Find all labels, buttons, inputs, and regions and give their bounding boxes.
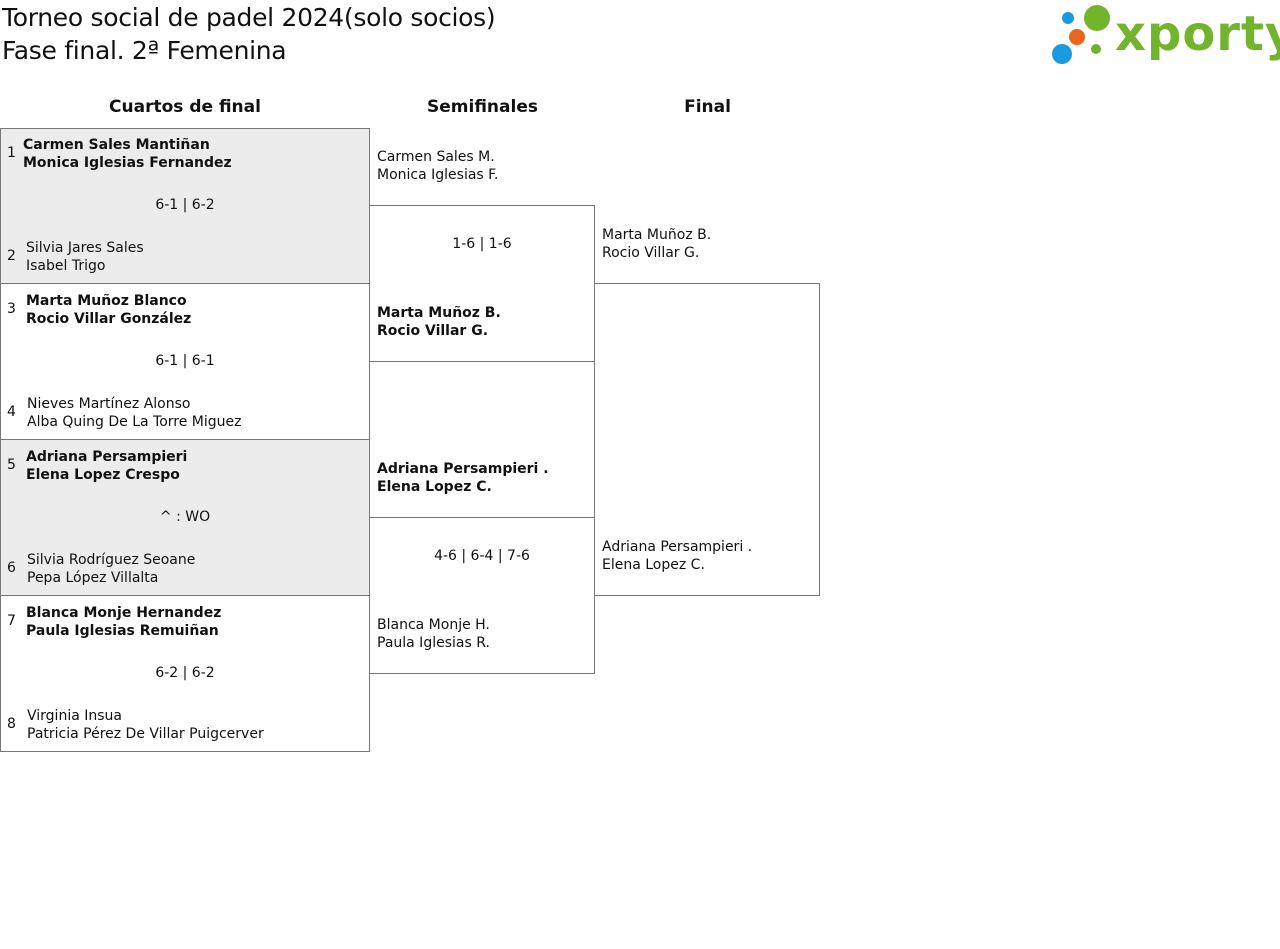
player-name: Blanca Monje Hernandez [26,605,222,621]
phase-subtitle: Fase final. 2ª Femenina [2,36,287,65]
semifinal-2-team-a: Adriana Persampieri . Elena Lopez C. [377,460,549,496]
quarterfinal-1-team-b: Silvia Jares Sales Isabel Trigo [26,239,144,275]
semifinal-2-score: 4-6 | 6-4 | 7-6 [434,548,530,564]
round-header-quarterfinals: Cuartos de final [109,97,261,117]
player-name: Paula Iglesias R. [377,635,490,651]
quarterfinal-1-team-a: Carmen Sales Mantiñan Monica Iglesias Fe… [23,136,232,172]
player-name: Adriana Persampieri [26,449,188,465]
seed-number: 5 [7,457,16,473]
player-name: Elena Lopez C. [377,479,492,495]
player-name: Virginia Insua [27,708,122,724]
quarterfinal-2-team-a: Marta Muñoz Blanco Rocio Villar González [26,292,191,328]
player-name: Alba Quing De La Torre Miguez [27,414,242,430]
logo-dots-icon [1052,5,1110,64]
player-name: Rocio Villar G. [377,323,489,339]
quarterfinal-4-score: 6-2 | 6-2 [155,665,215,681]
player-name: Silvia Rodríguez Seoane [27,552,196,568]
player-name: Adriana Persampieri . [377,461,549,477]
seed-number: 8 [7,716,16,732]
quarterfinal-3-team-b: Silvia Rodríguez Seoane Pepa López Villa… [27,551,195,587]
round-header-semifinals: Semifinales [427,97,538,117]
player-name: Marta Muñoz Blanco [26,293,187,309]
player-name: Isabel Trigo [26,258,106,274]
player-name: Rocio Villar González [26,311,192,327]
player-name: Marta Muñoz B. [602,227,712,243]
seed-number: 2 [7,248,16,264]
quarterfinal-4-team-a: Blanca Monje Hernandez Paula Iglesias Re… [26,604,221,640]
quarterfinal-1-score: 6-1 | 6-2 [155,197,215,213]
final-match [594,283,820,596]
logo-wordmark: xporty [1115,6,1280,62]
player-name: Rocio Villar G. [602,245,700,261]
quarterfinal-2-score: 6-1 | 6-1 [155,353,215,369]
semifinal-2-team-b: Blanca Monje H. Paula Iglesias R. [377,616,490,652]
xporty-logo[interactable] [1052,4,1274,68]
player-name: Pepa López Villalta [27,570,159,586]
player-name: Elena Lopez C. [602,557,705,573]
final-team-b: Adriana Persampieri . Elena Lopez C. [602,538,752,574]
player-name: Adriana Persampieri . [602,539,753,555]
player-name: Monica Iglesias Fernandez [23,155,232,171]
seed-number: 4 [7,404,16,420]
seed-number: 3 [7,301,16,317]
quarterfinal-match-3 [0,439,370,596]
seed-number: 1 [7,145,16,161]
quarterfinal-3-team-a: Adriana Persampieri Elena Lopez Crespo [26,448,187,484]
player-name: Blanca Monje H. [377,617,490,633]
player-name: Nieves Martínez Alonso [27,396,191,412]
quarterfinal-match-1 [0,128,370,284]
semifinal-1-score: 1-6 | 1-6 [452,236,512,252]
semifinal-1-team-a: Carmen Sales M. Monica Iglesias F. [377,148,498,184]
player-name: Silvia Jares Sales [26,240,144,256]
player-name: Monica Iglesias F. [377,167,499,183]
quarterfinal-3-score: ^ : WO [159,509,211,525]
player-name: Carmen Sales Mantiñan [23,137,210,153]
quarterfinal-2-team-b: Nieves Martínez Alonso Alba Quing De La … [27,395,242,431]
player-name: Carmen Sales M. [377,149,495,165]
player-name: Elena Lopez Crespo [26,467,180,483]
player-name: Patricia Pérez De Villar Puigcerver [27,726,264,742]
quarterfinal-4-team-b: Virginia Insua Patricia Pérez De Villar … [27,707,264,743]
player-name: Paula Iglesias Remuiñan [26,623,219,639]
final-team-a: Marta Muñoz B. Rocio Villar G. [602,226,711,262]
player-name: Marta Muñoz B. [377,305,501,321]
seed-number: 6 [7,560,16,576]
round-header-final: Final [684,97,731,117]
seed-number: 7 [7,613,16,629]
semifinal-1-team-b: Marta Muñoz B. Rocio Villar G. [377,304,501,340]
tournament-title: Torneo social de padel 2024(solo socios) [2,3,496,32]
